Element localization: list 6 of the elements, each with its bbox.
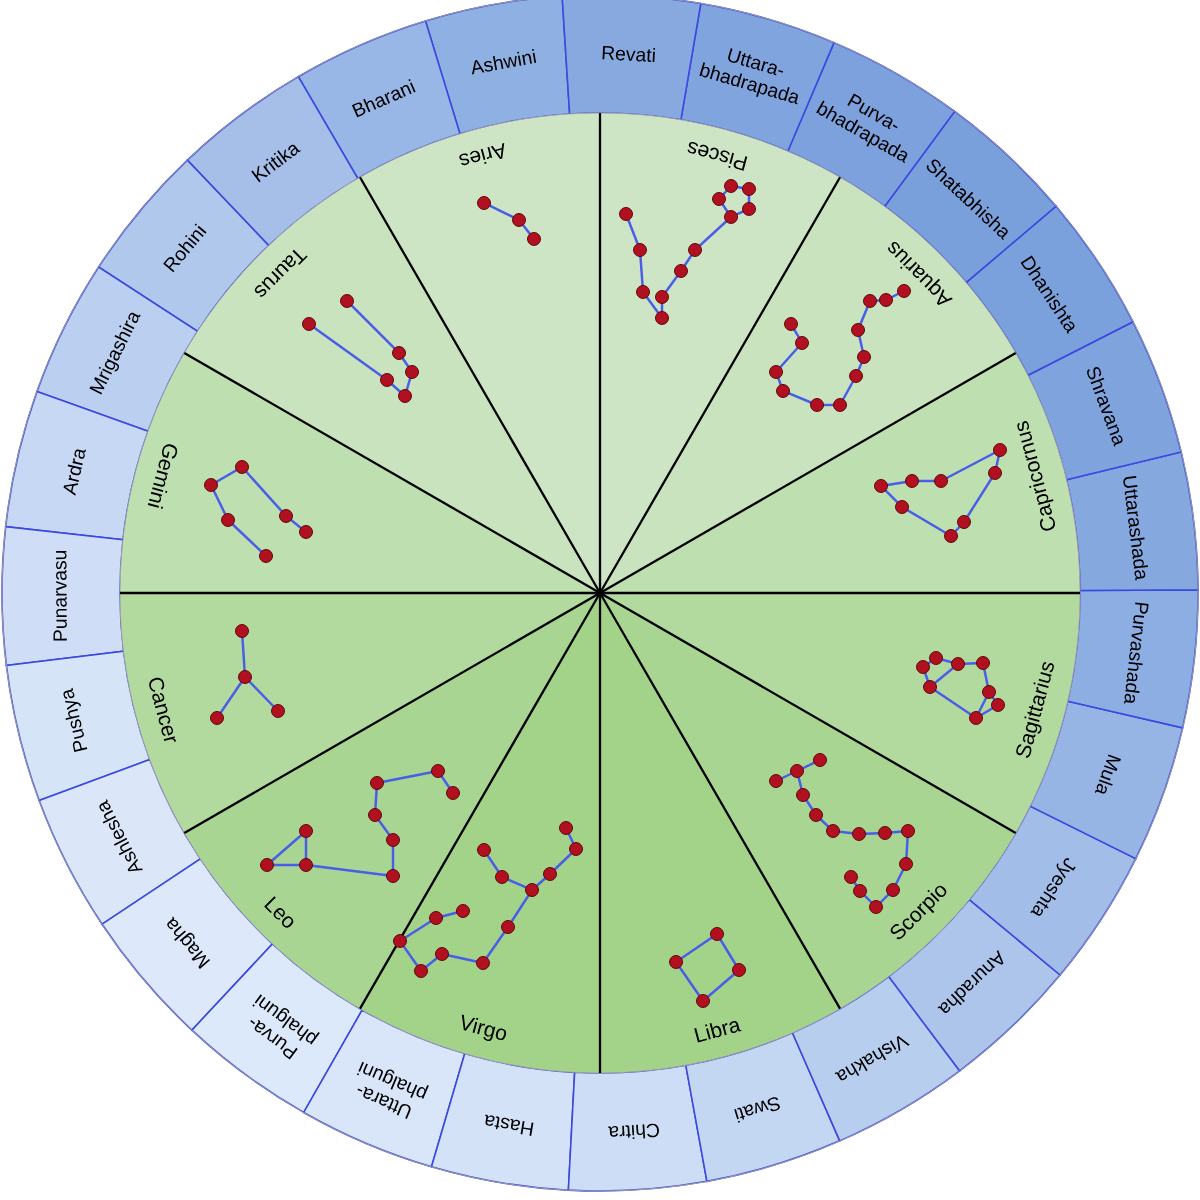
ring-segment: Chitra bbox=[567, 1064, 708, 1192]
ring-segment: Ashwini bbox=[424, 0, 571, 135]
ring-segment: Hasta bbox=[430, 1052, 576, 1191]
node-label: Hasta bbox=[485, 1114, 534, 1136]
ring-segment: Purvashada bbox=[1066, 589, 1199, 729]
ring-segment: Uttarashada bbox=[1065, 451, 1199, 592]
